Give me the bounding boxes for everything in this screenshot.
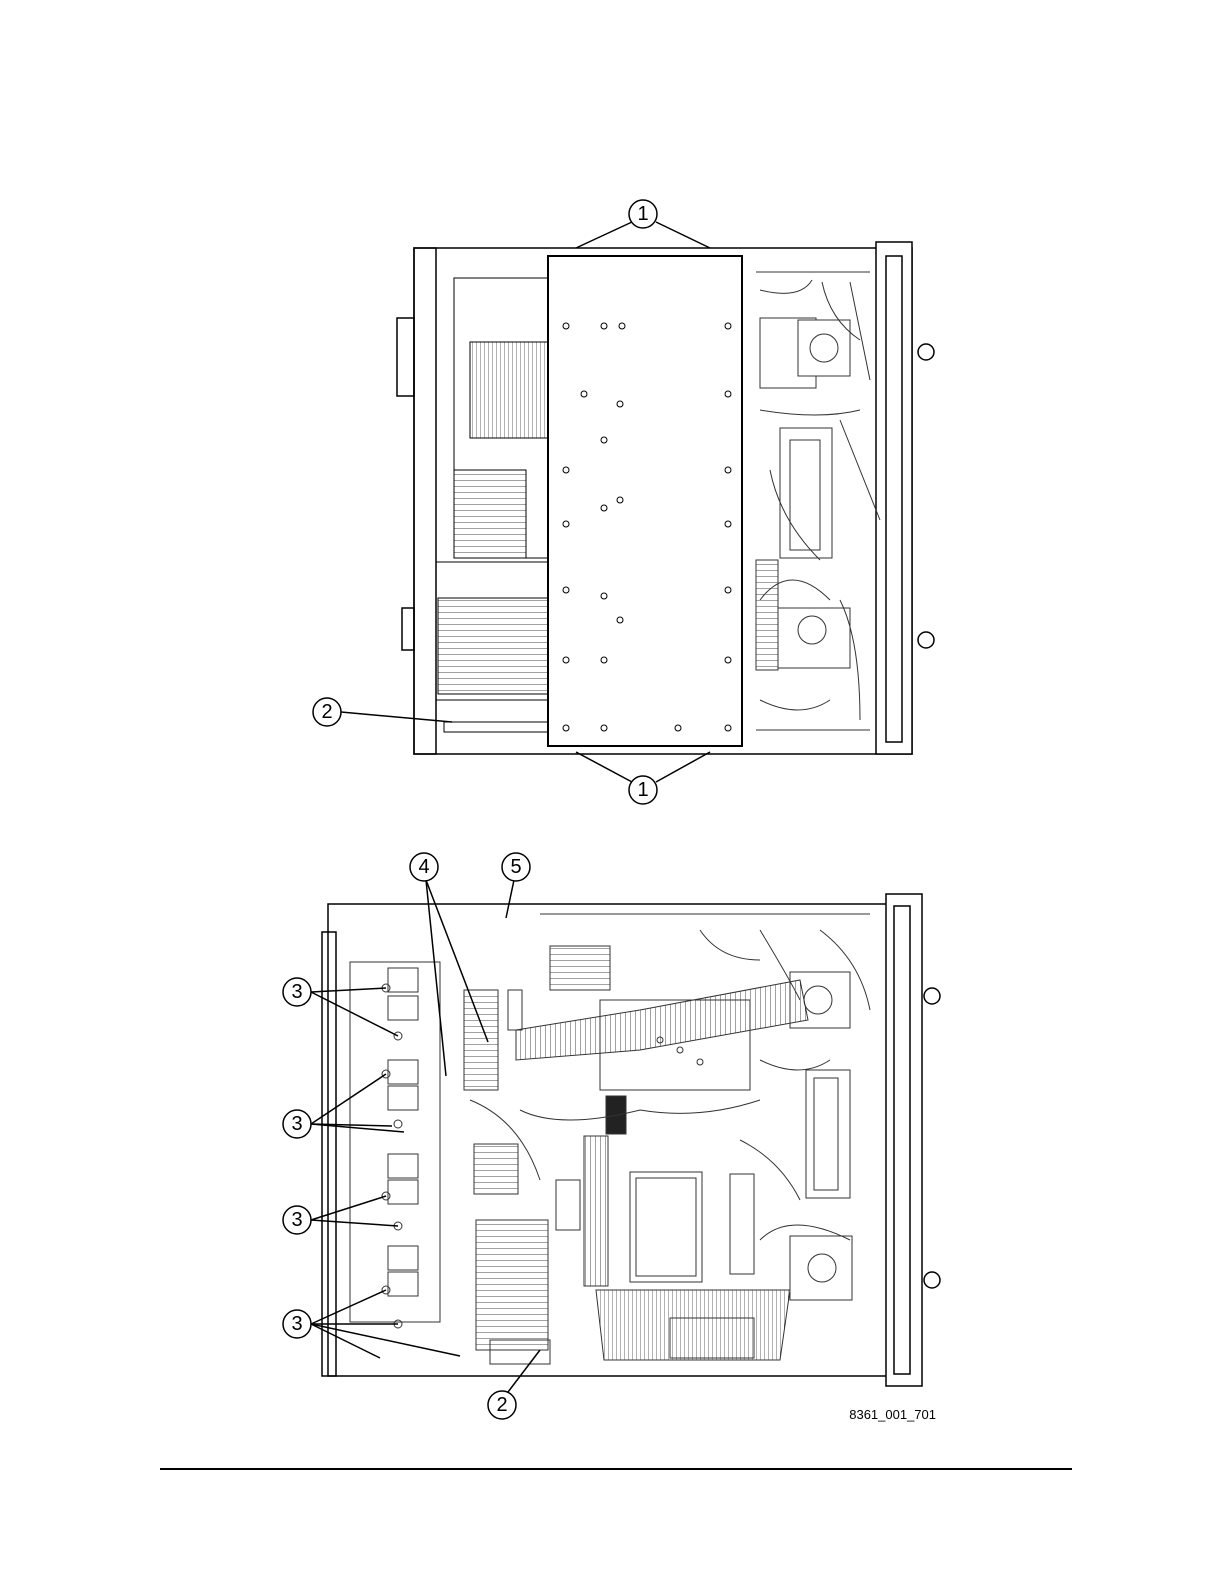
callout-label-1-top: 1	[637, 203, 648, 225]
front-panel-open	[886, 894, 922, 1386]
callout-label-3-a: 3	[291, 981, 302, 1003]
callout-label-3-b: 3	[291, 1113, 302, 1135]
bottom-view-instrument	[283, 853, 940, 1419]
callout-label-3-c: 3	[291, 1209, 302, 1231]
rear-handle-top	[397, 318, 414, 396]
front-connector-top	[918, 344, 934, 360]
footer-rule	[160, 1468, 1072, 1470]
cover-plate	[548, 256, 742, 746]
figure-id-label: 8361_001_701	[826, 1407, 936, 1422]
front-panel	[876, 242, 912, 754]
rear-handle-bottom	[402, 608, 414, 650]
top-view-instrument	[313, 200, 934, 804]
callout-label-2-bottom: 2	[496, 1394, 507, 1416]
front-connector-bottom	[918, 632, 934, 648]
callout-label-2-top: 2	[321, 701, 332, 723]
callout-label-1-bottom: 1	[637, 779, 648, 801]
callout-label-5: 5	[510, 856, 521, 878]
callout-label-3-d: 3	[291, 1313, 302, 1335]
callout-label-4: 4	[418, 856, 429, 878]
